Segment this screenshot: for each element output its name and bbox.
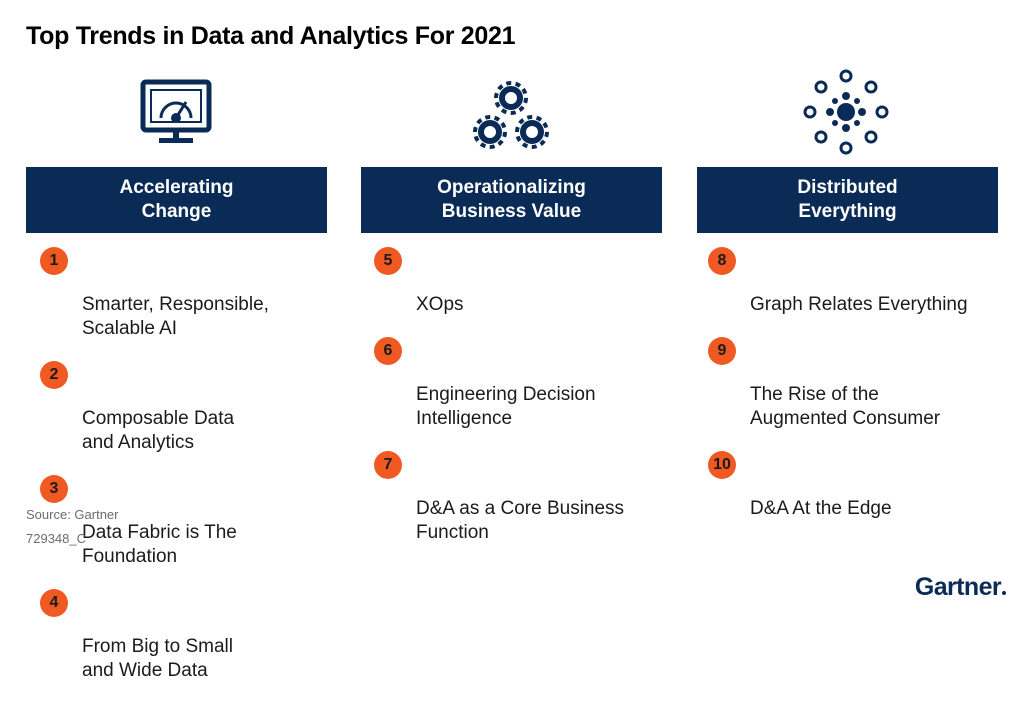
trend-label: D&A At the Edge	[750, 498, 892, 519]
trend-item: 1 Smarter, Responsible, Scalable AI	[26, 245, 336, 341]
category-header-distributed-everything: Distributed Everything	[697, 167, 998, 233]
trend-label: The Rise of the Augmented Consumer	[750, 384, 941, 429]
trend-label: XOps	[416, 294, 464, 315]
trend-number-badge: 7	[374, 451, 402, 479]
logo-dot	[1002, 591, 1006, 595]
trend-label: From Big to Small and Wide Data	[82, 636, 233, 681]
trend-list-operationalizing-business-value: 5 XOps 6 Engineering Decision Intelligen…	[360, 245, 670, 563]
trend-label: Data Fabric is The Foundation	[82, 522, 237, 567]
trend-item: 10 D&A At the Edge	[694, 449, 1004, 521]
trend-label: Graph Relates Everything	[750, 294, 968, 315]
category-header-label: Operationalizing Business Value	[437, 177, 586, 222]
trend-number-badge: 2	[40, 361, 68, 389]
distributed-network-icon	[801, 67, 891, 157]
trend-item: 9 The Rise of the Augmented Consumer	[694, 335, 1004, 431]
trend-item: 8 Graph Relates Everything	[694, 245, 1004, 317]
trend-number-badge: 4	[40, 589, 68, 617]
trend-number-badge: 3	[40, 475, 68, 503]
category-header-operationalizing-business-value: Operationalizing Business Value	[361, 167, 662, 233]
logo-wordmark: Gartner	[914, 573, 1002, 601]
trend-list-accelerating-change: 1 Smarter, Responsible, Scalable AI 2 Co…	[26, 245, 336, 701]
trend-label: Smarter, Responsible, Scalable AI	[82, 294, 269, 339]
trend-number-badge: 5	[374, 247, 402, 275]
page-title: Top Trends in Data and Analytics For 202…	[26, 22, 516, 50]
trend-label: D&A as a Core Business Function	[416, 498, 625, 543]
trend-item: 5 XOps	[360, 245, 670, 317]
trend-item: 2 Composable Data and Analytics	[26, 359, 336, 455]
source-note: Source: Gartner	[26, 507, 119, 522]
trend-item: 3 Data Fabric is The Foundation	[26, 473, 336, 569]
trend-number-badge: 1	[40, 247, 68, 275]
trend-label: Engineering Decision Intelligence	[416, 384, 596, 429]
gears-icon	[466, 74, 556, 164]
trend-list-distributed-everything: 8 Graph Relates Everything 9 The Rise of…	[694, 245, 1004, 539]
category-header-accelerating-change: Accelerating Change	[26, 167, 327, 233]
trend-number-badge: 10	[708, 451, 736, 479]
category-header-label: Distributed Everything	[797, 177, 898, 222]
trend-item: 6 Engineering Decision Intelligence	[360, 335, 670, 431]
dashboard-monitor-icon	[131, 74, 221, 164]
trend-number-badge: 9	[708, 337, 736, 365]
gartner-logo: Gartner	[915, 573, 1006, 602]
trend-number-badge: 8	[708, 247, 736, 275]
trend-label: Composable Data and Analytics	[82, 408, 235, 453]
figure-id: 729348_C	[26, 531, 86, 546]
trend-number-badge: 6	[374, 337, 402, 365]
trend-item: 7 D&A as a Core Business Function	[360, 449, 670, 545]
category-header-label: Accelerating Change	[119, 177, 234, 222]
trend-item: 4 From Big to Small and Wide Data	[26, 587, 336, 683]
